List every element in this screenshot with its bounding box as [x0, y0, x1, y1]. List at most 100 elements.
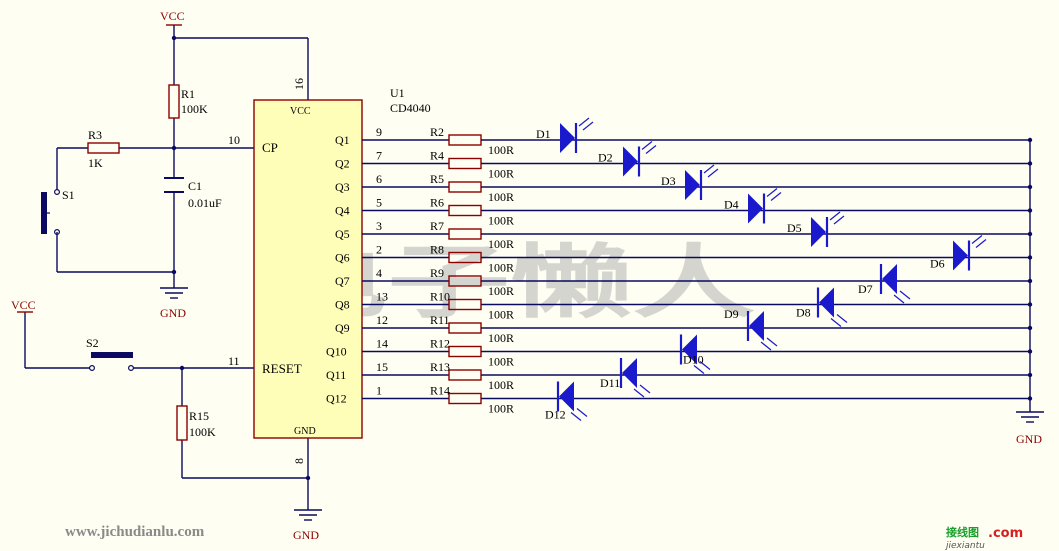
led-light-arrow: [578, 117, 590, 127]
ic-cp-label: CP: [262, 140, 278, 155]
resistor-ref: R6: [430, 196, 444, 210]
led-label: D9: [724, 307, 739, 321]
led-12: D12: [545, 381, 588, 422]
ic-gnd-label: GND: [294, 426, 316, 437]
resistor-value: 100R: [488, 237, 514, 251]
led-5: D5: [787, 211, 845, 247]
resistor-body: [448, 345, 482, 358]
ic-output-pin: 3: [376, 219, 382, 233]
resistor-ref: R13: [430, 360, 450, 374]
ic-output-label: Q1: [335, 133, 350, 147]
led-3: D3: [661, 164, 719, 200]
gnd-right-label: GND: [1016, 432, 1042, 446]
gnd-right-symbol: GND: [1016, 140, 1044, 446]
ic-cp-pin: 10: [228, 133, 240, 147]
led-light-arrow: [633, 388, 645, 398]
switch-s1: S1: [41, 188, 75, 236]
corner-logo-dotcom: .com: [988, 526, 1023, 541]
led-light-arrow: [829, 211, 841, 221]
ic-output-pin: 5: [376, 196, 382, 210]
resistor-ref: R8: [430, 243, 444, 257]
ic-output-label: Q12: [326, 392, 347, 406]
resistor-ref: R7: [430, 219, 444, 233]
ic-vcc-pin: 16: [292, 78, 306, 90]
led-light-arrow: [703, 164, 715, 174]
led-light-arrow: [766, 188, 778, 197]
led-light-arrow: [770, 192, 782, 201]
led-light-arrow: [699, 361, 711, 370]
ic-vcc-label: VCC: [290, 106, 311, 117]
gnd-ic-label: GND: [293, 528, 319, 542]
led-light-arrow: [833, 215, 845, 225]
led-label: D11: [600, 376, 620, 390]
vcc-left-label: VCC: [11, 298, 36, 312]
led-triangle: [559, 381, 574, 412]
ic-part: CD4040: [390, 101, 431, 115]
resistor-body: [448, 369, 482, 381]
ic-ref: U1: [390, 86, 405, 100]
ic-gnd-pin: 8: [292, 458, 306, 464]
led-8: D8: [796, 287, 848, 327]
resistor-r1: R1 100K: [168, 84, 208, 119]
led-6: D6: [930, 235, 987, 271]
resistor-body: [448, 204, 482, 217]
resistor-body: [448, 392, 482, 405]
vcc-top-symbol: VCC: [160, 9, 185, 26]
led-light-arrow: [760, 341, 772, 351]
resistor-ref: R11: [430, 313, 450, 327]
ic-output-label: Q9: [335, 321, 350, 335]
ic-output-label: Q11: [326, 368, 346, 382]
gnd-c1-label: GND: [160, 306, 186, 320]
resistor-value: 100R: [488, 284, 514, 298]
ic-output-pin: 15: [376, 360, 388, 374]
led-label: D6: [930, 257, 945, 271]
resistor-value: 100R: [488, 261, 514, 275]
left-wiring: [24, 25, 309, 510]
ic-output-pin: 6: [376, 172, 382, 186]
led-label: D5: [787, 221, 802, 235]
resistor-value: 100R: [488, 214, 514, 228]
led-light-arrow: [639, 384, 651, 394]
led-triangle: [622, 358, 637, 388]
ic-output-pin: 14: [376, 337, 388, 351]
led-label: D7: [858, 282, 873, 296]
junction-dots-left: [171, 35, 311, 481]
led-11: D11: [600, 358, 651, 398]
ic-reset-pin: 11: [228, 354, 240, 368]
resistor-r15: R15 100K: [176, 405, 216, 441]
r3-ref: R3: [88, 128, 102, 142]
resistor-ref: R4: [430, 149, 444, 163]
c1-ref: C1: [188, 179, 202, 193]
s1-ref: S1: [62, 188, 75, 202]
ic-output-label: Q8: [335, 298, 350, 312]
resistor-value: 100R: [488, 331, 514, 345]
led-label: D10: [683, 353, 704, 367]
led-light-arrow: [766, 337, 778, 347]
ic-output-label: Q4: [335, 204, 350, 218]
led-1: D1: [536, 117, 594, 153]
resistor-value: 100R: [488, 190, 514, 204]
r3-value: 1K: [88, 156, 103, 170]
led-triangle: [748, 193, 763, 224]
led-triangle: [560, 123, 575, 153]
capacitor-c1: C1 0.01uF: [164, 177, 222, 210]
ic-output-pin: 1: [376, 384, 382, 398]
led-light-arrow: [707, 168, 719, 178]
led-label: D2: [598, 151, 613, 165]
resistor-ref: R14: [430, 384, 450, 398]
led-light-arrow: [582, 121, 594, 131]
led-2: D2: [598, 141, 657, 177]
ic-output-pin: 7: [376, 149, 382, 163]
led-light-arrow: [975, 239, 987, 248]
r1-value: 100K: [181, 102, 208, 116]
ic-output-label: Q7: [335, 274, 350, 288]
led-light-arrow: [836, 314, 848, 323]
led-triangle: [819, 287, 834, 318]
led-triangle: [953, 240, 968, 271]
